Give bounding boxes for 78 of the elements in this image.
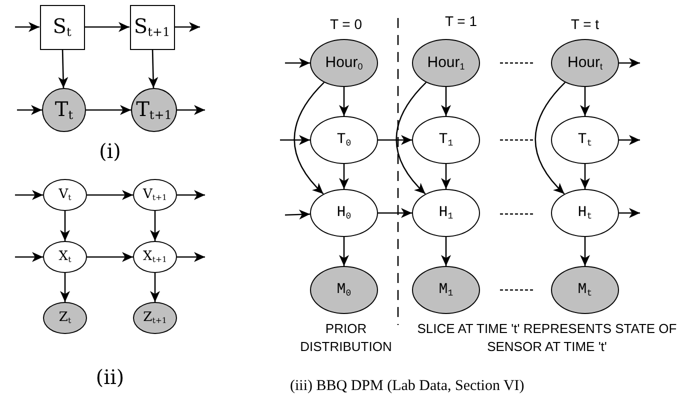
arrow [177, 105, 205, 115]
arrow [339, 164, 349, 189]
slice-description: SLICE AT TIME 't' REPRESENTS STATE OF SENSOR AT TIME 't' [416, 320, 678, 356]
node-label: T$_{0}$ [336, 132, 352, 148]
arrow [378, 135, 412, 145]
arrow [534, 82, 566, 194]
node-label: H$_{1}$ [438, 204, 454, 222]
arrow [15, 22, 40, 32]
node-label: Hour$_{t}$ [567, 54, 603, 72]
hidden-node [43, 179, 87, 211]
arrow [339, 87, 349, 116]
arrow [619, 58, 640, 68]
arrow [58, 49, 68, 88]
node-label: S$_{t}$ [52, 16, 72, 38]
hidden-node [133, 179, 177, 211]
state-box [40, 4, 84, 50]
arrow [441, 164, 451, 189]
node-label: Z$_{t}$ [58, 311, 72, 325]
arrow [177, 252, 205, 262]
time-label: T = 1 [444, 12, 478, 31]
arrow [284, 210, 310, 220]
state-box [130, 4, 174, 50]
node-label: T$_{t}$ [578, 132, 592, 148]
hidden-node [43, 241, 87, 273]
arrow [84, 22, 130, 32]
node-label: Hour$_{1}$ [427, 54, 465, 72]
arrow [17, 105, 42, 115]
arrow [177, 190, 205, 200]
node-label: S$_{t+1}$ [134, 16, 170, 38]
node-label: V$_{t+1}$ [142, 188, 168, 202]
arrow [378, 208, 412, 218]
arrow [15, 190, 43, 200]
node-label: M$_{0}$ [336, 282, 352, 298]
node-label: V$_{t}$ [58, 188, 72, 202]
observed-node [43, 302, 87, 334]
arrow [150, 273, 160, 302]
hidden-node [133, 241, 177, 273]
arrow [280, 135, 310, 145]
time-label: T = t [570, 15, 600, 34]
arrow [339, 237, 349, 266]
node-label: M$_{t}$ [578, 282, 592, 298]
observed-node [42, 88, 86, 132]
observed-node [131, 88, 177, 132]
arrow [60, 273, 70, 302]
arrow [441, 237, 451, 266]
arrow [60, 211, 70, 241]
arrow [580, 87, 590, 116]
node-label: X$_{t+1}$ [143, 250, 167, 264]
node-label: T$_{1}$ [438, 132, 454, 148]
figure-caption: (iii) BBQ DPM (Lab Data, Section VI) [290, 378, 524, 395]
time-label: T = 0 [328, 15, 364, 34]
arrow [619, 135, 640, 145]
arrow [580, 237, 590, 266]
node-label: Hour$_{0}$ [325, 54, 363, 72]
panel-label: (ii) [94, 364, 126, 391]
node-label: T$_{t}$ [54, 99, 74, 121]
arrow [294, 82, 325, 194]
arrow [86, 105, 131, 115]
arrow [15, 252, 43, 262]
node-label: Z$_{t+1}$ [143, 311, 167, 325]
node-label: H$_{0}$ [336, 204, 352, 222]
arrow [396, 82, 427, 194]
arrow [87, 252, 133, 262]
panel-label: (i) [98, 138, 122, 165]
arrow [441, 87, 451, 116]
slice-description: PRIOR DISTRIBUTION [299, 320, 393, 356]
node-label: H$_{t}$ [578, 204, 592, 222]
arrow [87, 190, 133, 200]
arrow [619, 208, 640, 218]
arrow [150, 211, 160, 241]
arrow [148, 49, 158, 88]
arrow [580, 164, 590, 189]
node-label: M$_{1}$ [438, 282, 454, 298]
observed-node [133, 302, 177, 334]
arrow [285, 58, 310, 68]
node-label: T$_{t+1}$ [136, 99, 172, 121]
node-label: X$_{t}$ [58, 250, 72, 264]
arrow [174, 22, 200, 32]
